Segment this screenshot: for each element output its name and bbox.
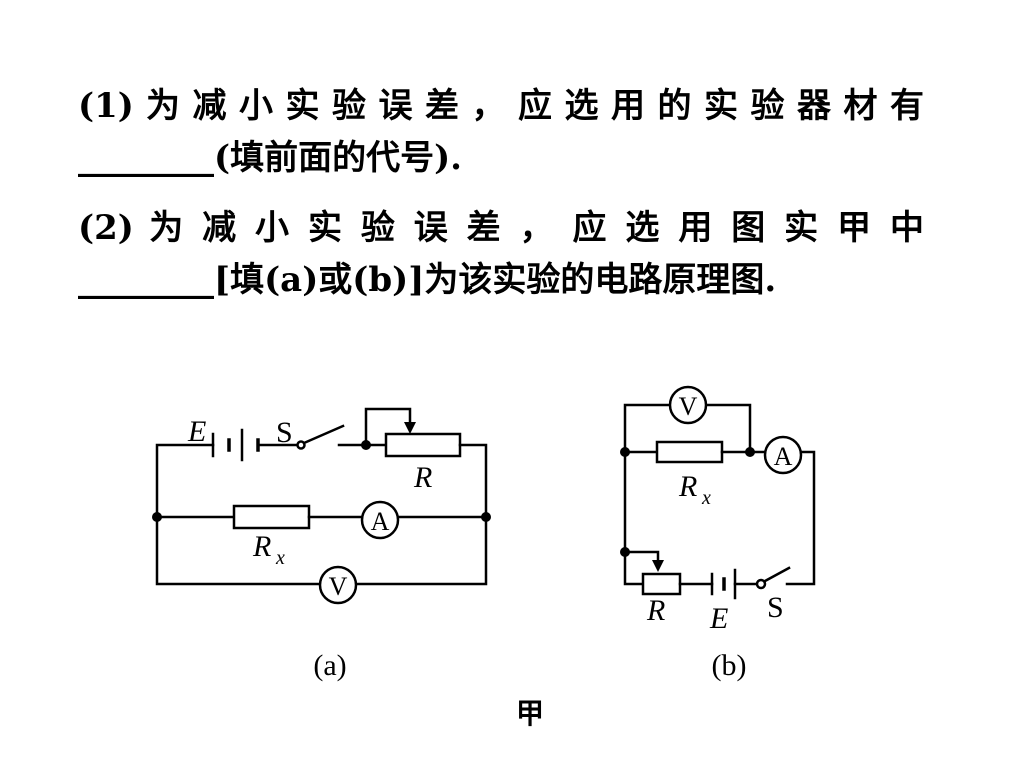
question-2-line-2: ________[填(a)或(b)]为该实验的电路原理图.: [78, 260, 777, 300]
question-2: (2) 为 减 小 实 验 误 差 ， 应 选 用 图 实 甲 中 ______…: [78, 202, 924, 306]
circuit-b-switch: [755, 566, 791, 590]
circuit-a-voltmeter: [318, 565, 358, 605]
circuit-a-label-rx: R: [252, 530, 271, 563]
circuit-a-label-v: V: [329, 572, 348, 601]
circuit-a-junction-rheostat: [361, 440, 371, 450]
circuit-b-junction-left: [620, 447, 630, 457]
question-1-line-2: ________(填前面的代号).: [78, 138, 463, 178]
circuit-b: [623, 385, 816, 600]
circuit-a-battery: [211, 428, 260, 462]
circuit-b-label-a: A: [774, 442, 793, 471]
circuit-a-junction-right: [481, 512, 491, 522]
question-1: (1) 为 减 小 实 验 误 差 ， 应 选 用 的 实 验 器 材 有 __…: [78, 80, 924, 184]
circuit-a-wire-top-right: [458, 443, 488, 519]
circuit-a-caption: (a): [313, 649, 346, 682]
circuit-a-rheostat-slider: [364, 407, 412, 447]
circuit-b-junction-rheostat: [620, 547, 630, 557]
question-1-line-1: (1) 为 减 小 实 验 误 差 ， 应 选 用 的 实 验 器 材 有: [78, 86, 924, 126]
figure-title: 甲: [516, 697, 544, 730]
circuit-a-wire-bottom: [155, 515, 488, 586]
circuit-b-resistor-rx: [655, 440, 724, 464]
circuit-a-resistor-rx: [232, 504, 311, 530]
circuit-a-label-rx-sub: x: [275, 547, 285, 569]
circuit-a-rheostat: [384, 432, 462, 458]
circuit-b-wire-left: [623, 450, 645, 586]
circuit-a-wire-top-left: [155, 443, 215, 519]
circuit-a: [155, 407, 488, 605]
circuit-b-label-rx: R: [678, 470, 697, 503]
circuit-b-rheostat-arrow: [652, 560, 664, 572]
circuit-b-rheostat-slider: [623, 550, 660, 564]
circuit-b-rheostat: [641, 572, 682, 596]
circuit-b-label-rx-sub: x: [701, 487, 711, 509]
circuit-a-label-s: S: [276, 416, 293, 449]
circuit-b-label-s: S: [767, 591, 784, 624]
circuit-b-ammeter: [763, 435, 803, 475]
circuit-a-ammeter: [360, 500, 400, 540]
circuit-b-voltmeter: [668, 385, 708, 425]
circuit-b-junction-right: [745, 447, 755, 457]
circuit-b-battery: [710, 568, 737, 600]
circuit-b-label-v: V: [679, 392, 698, 421]
circuit-b-caption: (b): [712, 649, 747, 682]
circuit-a-switch: [296, 424, 345, 450]
circuit-b-wire-voltmeter-loop: [623, 403, 752, 454]
circuit-b-label-e: E: [709, 602, 728, 635]
circuit-b-label-r: R: [646, 594, 665, 627]
circuit-a-rheostat-arrow: [404, 422, 416, 434]
circuit-a-label-r: R: [413, 461, 432, 494]
circuit-b-wire-right: [785, 450, 816, 586]
circuit-a-label-e: E: [187, 415, 206, 448]
question-2-line-1: (2) 为 减 小 实 验 误 差 ， 应 选 用 图 实 甲 中: [78, 208, 924, 248]
circuit-a-junction-left: [152, 512, 162, 522]
circuit-a-label-a: A: [371, 507, 390, 536]
